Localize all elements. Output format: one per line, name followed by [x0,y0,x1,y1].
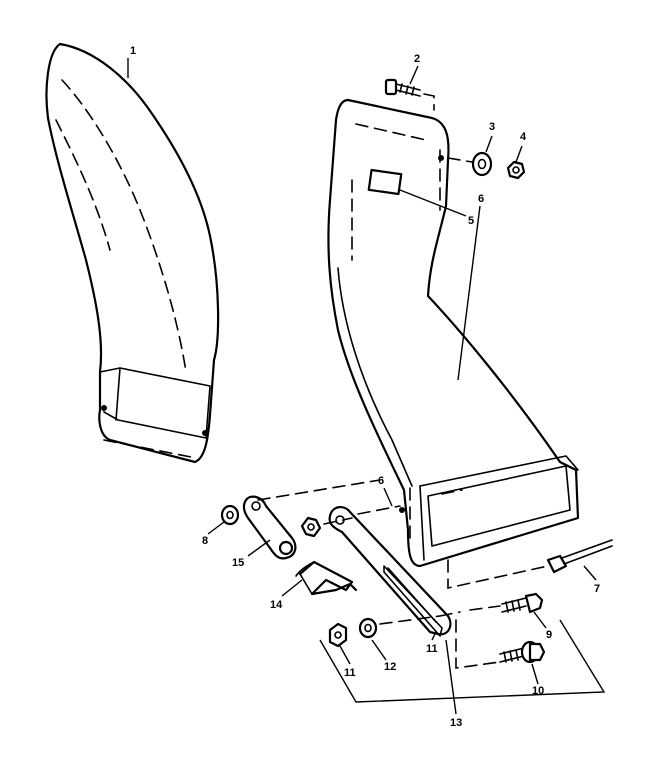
chute-part-6 [327,98,580,568]
callout-4: 4 [520,131,527,143]
bolt-part-2 [384,78,421,97]
washer-part-12 [358,617,378,639]
callout-7: 7 [594,583,600,595]
bolt-part-9 [501,592,544,614]
callout-8: 8 [202,535,208,547]
decal-part-5 [367,168,403,196]
callout-6-lower: 6 [378,475,384,487]
link-part-15 [242,495,297,560]
callout-12: 12 [384,661,396,673]
nut-part-11 [328,622,348,648]
callout-5: 5 [468,215,474,227]
nut-upper [300,516,322,538]
callout-9: 9 [546,629,552,641]
chute-part-1 [45,42,220,464]
nut-part-4 [506,160,526,180]
callout-11-nut: 11 [344,667,356,679]
bolt-part-10 [499,640,546,664]
callout-10: 10 [532,685,544,697]
callouts: 1 2 3 4 5 6 6 7 8 9 10 11 11 12 13 14 15 [130,45,600,729]
callout-13: 13 [450,717,462,729]
callout-6-upper: 6 [478,193,484,205]
washer-part-3 [471,151,493,177]
callout-1: 1 [130,45,136,57]
callout-11-slot: 11 [426,643,438,655]
washer-part-8 [220,504,240,526]
callout-3: 3 [489,121,495,133]
callout-14: 14 [270,599,283,611]
pin-part-7 [546,539,613,574]
callout-2: 2 [414,53,420,65]
callout-15: 15 [232,557,244,569]
bracket-part-14 [298,560,358,596]
